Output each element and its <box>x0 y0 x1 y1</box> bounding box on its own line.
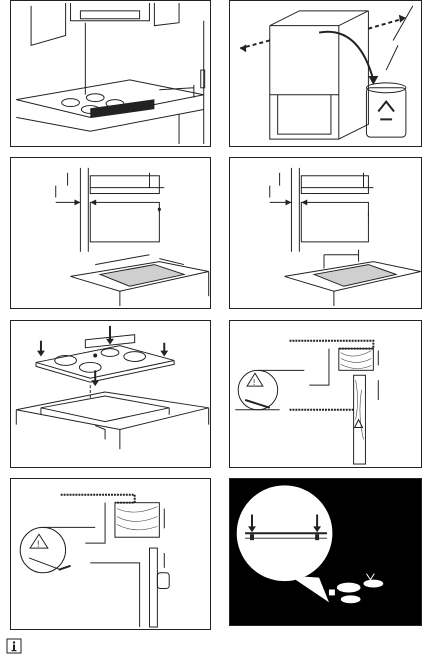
installation-step-3-dimensions <box>10 157 211 309</box>
svg-text:!: ! <box>37 539 39 549</box>
installation-step-2-cabinet-recycle <box>229 0 422 147</box>
svg-text:!: ! <box>253 378 255 387</box>
installation-step-4-dimensions <box>229 157 422 309</box>
installation-step-6-seal-detail: ! <box>229 320 422 468</box>
installation-step-7-fixing-detail: ! <box>10 478 211 630</box>
info-icon <box>6 638 22 654</box>
installation-step-1-kitchen-cabinet <box>10 0 211 147</box>
installation-step-5-hob-insertion <box>10 320 211 468</box>
warning-triangle-icon: ! <box>30 534 48 549</box>
installation-step-8-sealing-check <box>229 478 422 626</box>
recycle-icon <box>378 102 394 120</box>
warning-triangle-icon: ! <box>247 373 263 387</box>
